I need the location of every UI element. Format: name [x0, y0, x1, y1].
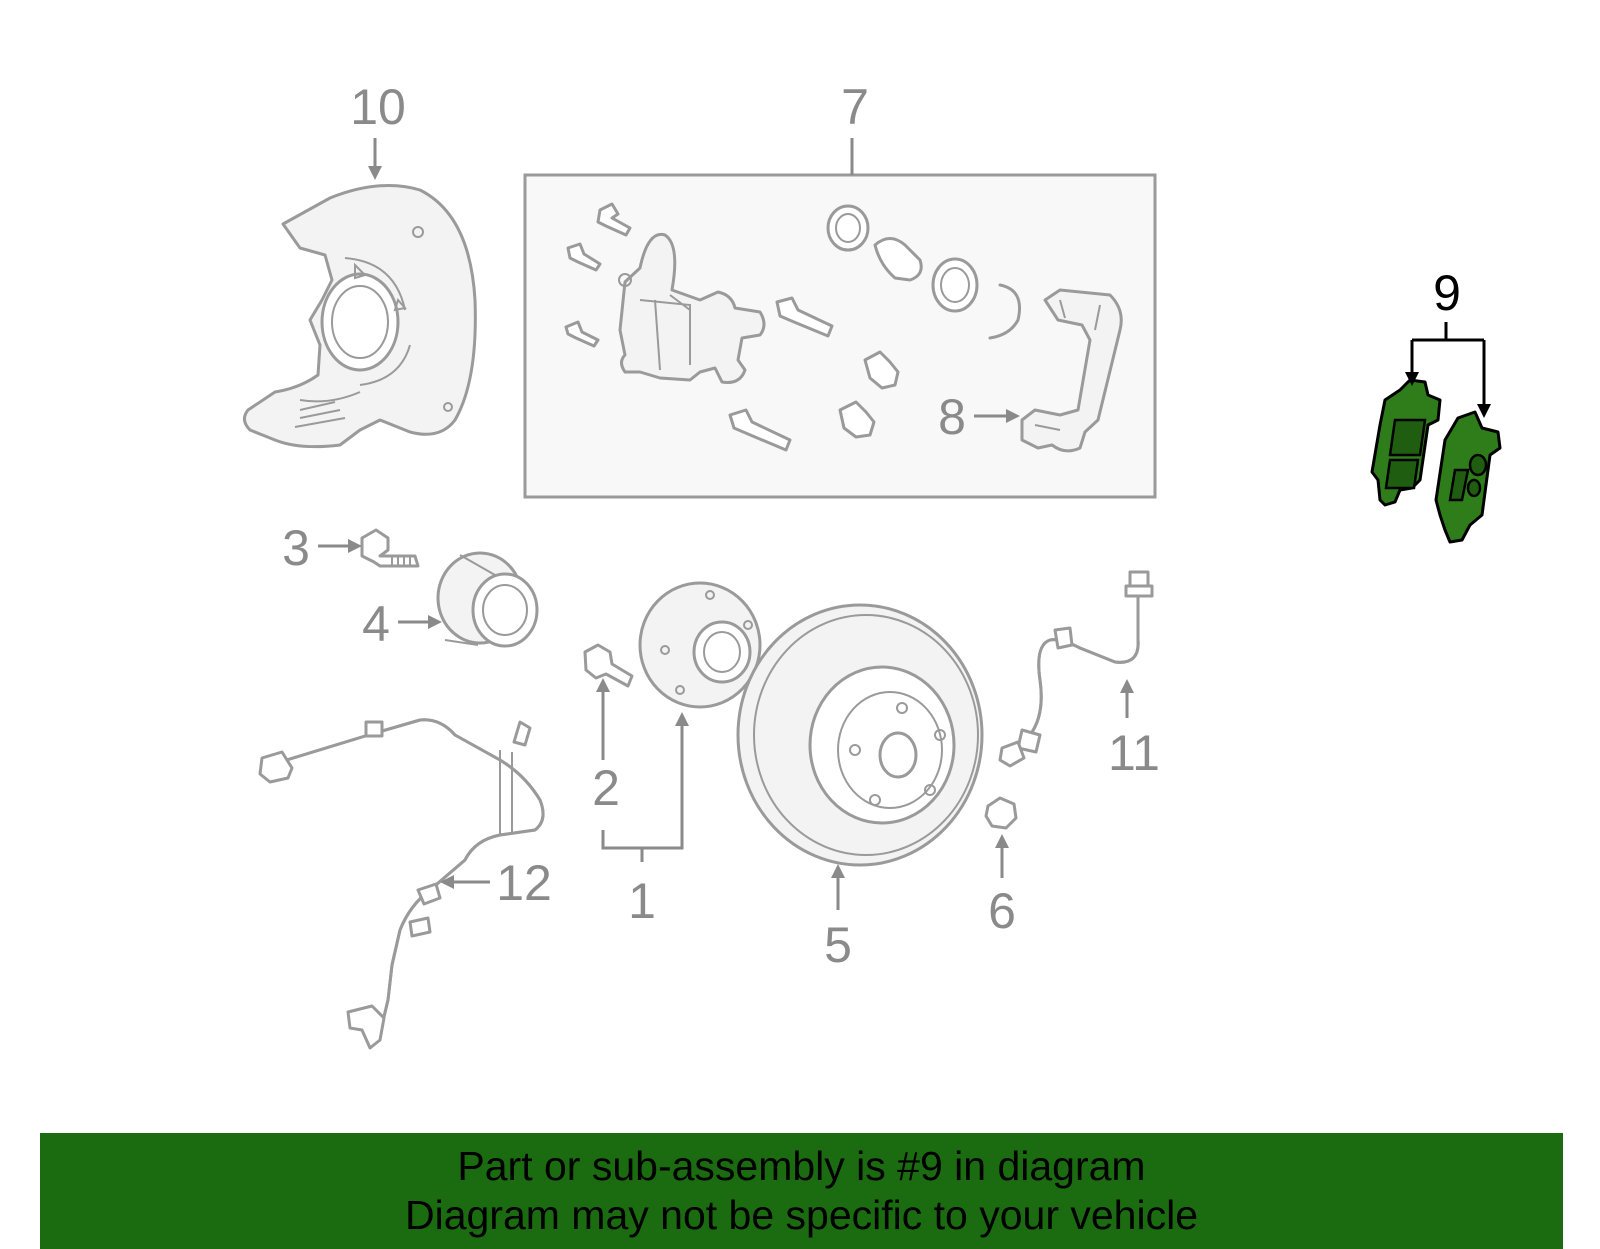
callout-3: 3 — [282, 520, 310, 576]
part-8-caliper-bracket[interactable] — [1020, 288, 1123, 453]
caliper-body — [618, 232, 766, 384]
part-5-rotor[interactable] — [736, 603, 984, 867]
callout-2: 2 — [592, 760, 620, 816]
part-6-nut[interactable] — [984, 796, 1018, 830]
arrowhead-9-b — [1477, 404, 1491, 418]
callout-11: 11 — [1108, 725, 1160, 781]
arrowhead-12 — [440, 875, 454, 889]
arrowhead-11 — [1120, 679, 1134, 693]
callout-10: 10 — [350, 79, 406, 135]
arrowhead-6 — [995, 834, 1009, 848]
callout-4: 4 — [362, 596, 390, 652]
arrowhead-2 — [596, 678, 610, 692]
part-4-bearing[interactable] — [436, 551, 539, 648]
callout-8: 8 — [938, 389, 966, 445]
callout-1: 1 — [628, 873, 656, 929]
callout-12: 12 — [496, 855, 552, 911]
callout-9: 9 — [1433, 265, 1461, 321]
arrowhead-10 — [368, 166, 382, 180]
callout-6: 6 — [988, 883, 1016, 939]
arrowhead-3 — [348, 539, 362, 553]
part-12-abs-sensor-wire[interactable] — [258, 718, 545, 1050]
info-line-disclaimer: Diagram may not be specific to your vehi… — [404, 1192, 1198, 1238]
arrowhead-9-a — [1405, 372, 1419, 386]
arrowhead-1 — [675, 712, 689, 726]
caliper-piston-seals — [826, 204, 1021, 439]
callout-7: 7 — [841, 79, 869, 135]
arrowhead-4 — [428, 615, 442, 629]
info-line-part: Part or sub-assembly is #9 in diagram — [457, 1143, 1146, 1189]
arrowhead-5 — [831, 864, 845, 878]
leader-1 — [601, 720, 684, 862]
part-1-hub[interactable] — [638, 581, 762, 709]
callout-5: 5 — [824, 917, 852, 973]
part-2-hub-bolt[interactable] — [583, 643, 634, 688]
part-3-bolt[interactable] — [360, 528, 420, 568]
part-10-dust-shield[interactable] — [243, 184, 477, 449]
part-11-brake-hose[interactable] — [998, 570, 1154, 768]
part-9-brake-pads[interactable] — [1370, 378, 1502, 544]
leader-9 — [1410, 322, 1486, 412]
arrowhead-8 — [1006, 409, 1020, 423]
info-banner: Part or sub-assembly is #9 in diagram Di… — [40, 1133, 1563, 1249]
caliper-bolts — [564, 202, 834, 452]
